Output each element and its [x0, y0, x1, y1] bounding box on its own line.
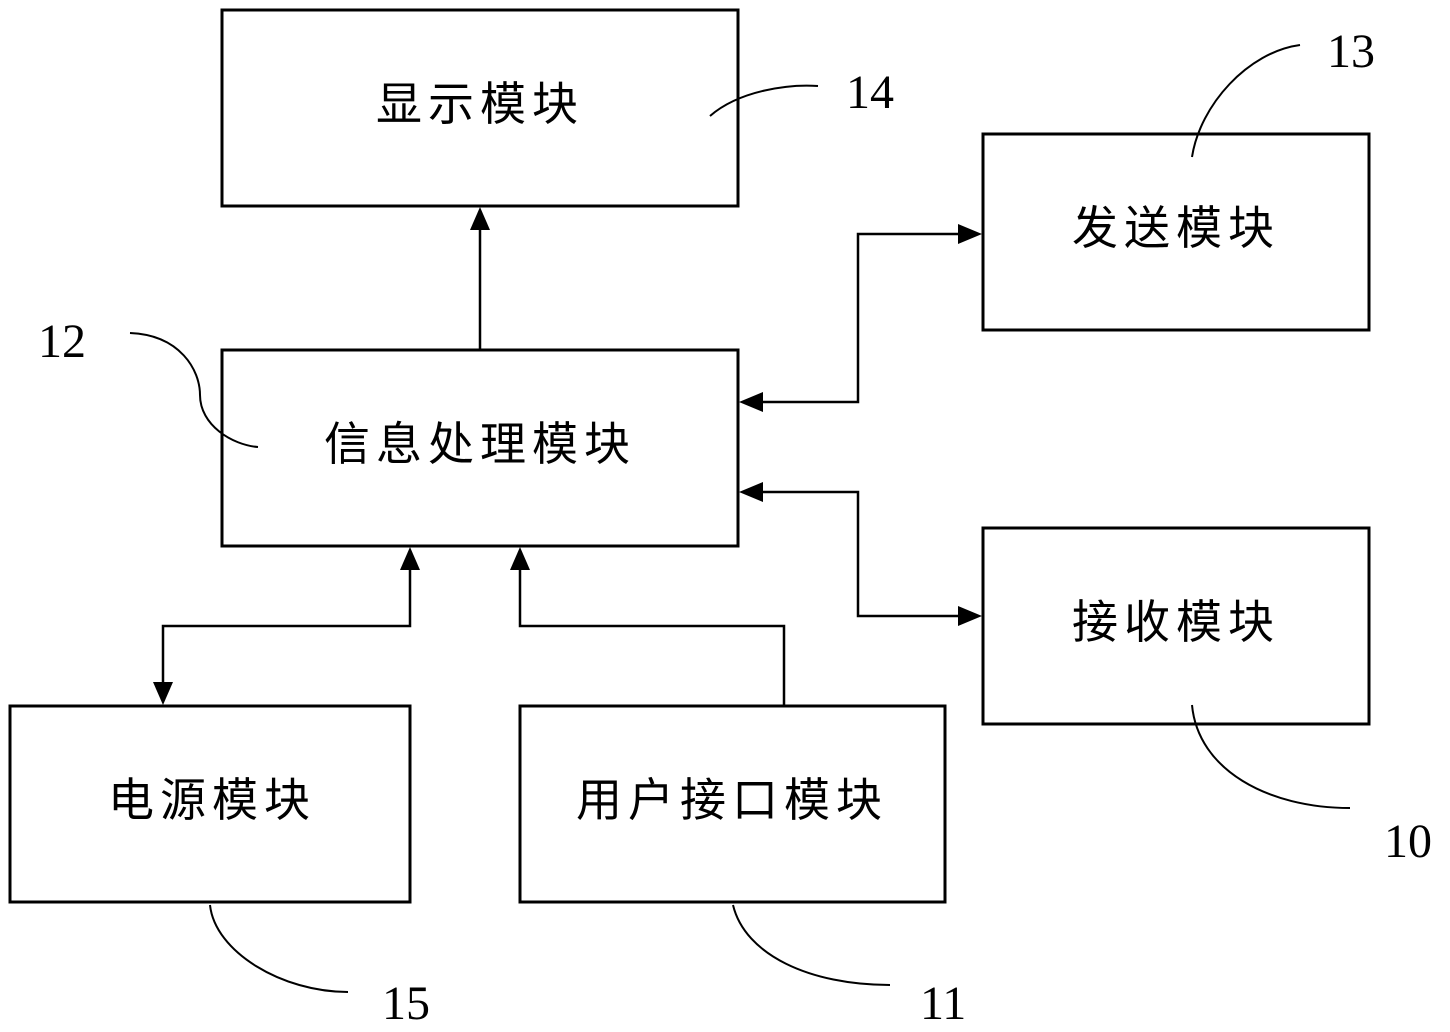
info-processing-module: 信息处理模块: [222, 350, 738, 546]
connector-user-interface-to-info: [510, 547, 784, 706]
arrowhead: [510, 547, 530, 570]
user-interface-module-label: 用户接口模块: [576, 773, 888, 827]
arrowhead: [400, 547, 420, 570]
arrowhead: [739, 482, 763, 502]
connector-info-receive: [739, 482, 982, 626]
arrowhead: [153, 682, 173, 705]
arrowhead: [739, 392, 763, 412]
display-module-label: 显示模块: [376, 77, 584, 131]
send-module: 发送模块: [983, 134, 1369, 330]
reference-number-10: 10: [1384, 815, 1432, 868]
leader-line-11: [733, 905, 890, 985]
reference-number-13: 13: [1327, 25, 1375, 78]
leader-line-15: [210, 905, 348, 992]
info-processing-module-label: 信息处理模块: [324, 417, 636, 471]
receive-module: 接收模块: [983, 528, 1369, 724]
reference-number-11: 11: [920, 977, 966, 1030]
user-interface-module: 用户接口模块: [520, 706, 945, 902]
connector-info-power: [153, 547, 420, 705]
arrowhead: [470, 207, 490, 230]
display-module: 显示模块: [222, 10, 738, 206]
reference-number-14: 14: [846, 66, 894, 119]
connector-info-to-display: [470, 207, 490, 350]
reference-number-15: 15: [382, 977, 430, 1030]
send-module-label: 发送模块: [1072, 201, 1280, 255]
power-module: 电源模块: [10, 706, 410, 902]
receive-module-label: 接收模块: [1072, 595, 1280, 649]
arrowhead: [958, 606, 982, 626]
arrowhead: [958, 224, 982, 244]
power-module-label: 电源模块: [108, 773, 316, 827]
connector-info-send: [739, 224, 982, 412]
reference-number-12: 12: [38, 315, 86, 368]
